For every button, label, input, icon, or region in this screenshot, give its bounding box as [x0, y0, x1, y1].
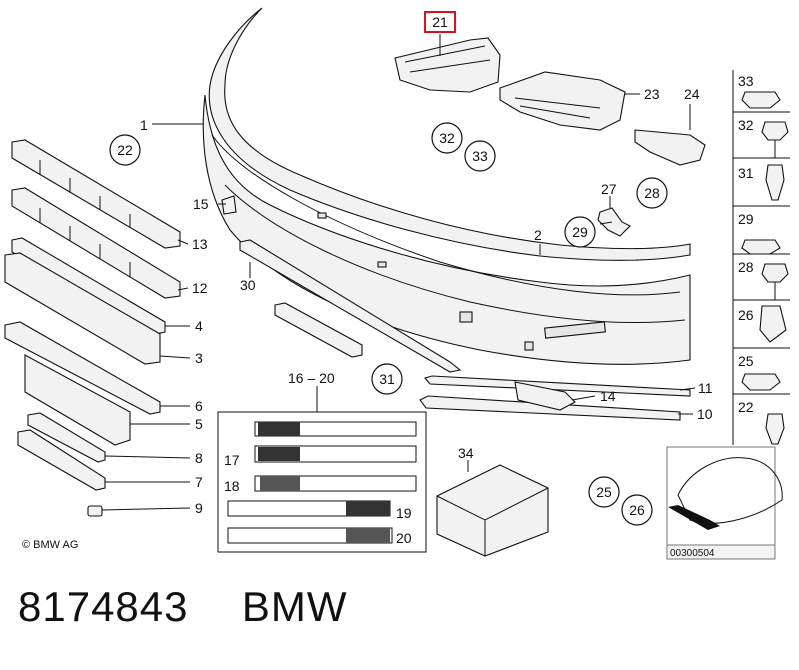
- callout-7: 7: [195, 474, 203, 490]
- sidebar-label: 22: [738, 399, 754, 415]
- grille-12: [11, 187, 181, 299]
- sidebar-label: 26: [738, 307, 754, 323]
- callout-11: 11: [698, 380, 713, 396]
- air-duct-23: [499, 71, 626, 131]
- callout-16-20: 16 – 20: [288, 370, 335, 386]
- callout-28: 28: [644, 185, 660, 201]
- clip-27: [597, 207, 631, 237]
- callout-21: 21: [432, 14, 448, 30]
- circled-callouts: 22 32 33 28 29 31 25 26: [109, 122, 668, 526]
- callout-32: 32: [439, 130, 455, 146]
- callout-8: 8: [195, 450, 203, 466]
- trim-strip-30: [239, 239, 462, 373]
- sidebar-label: 31: [738, 165, 754, 181]
- cover-14: [514, 381, 576, 411]
- callout-34: 34: [458, 445, 474, 461]
- trim-strip-11: [424, 375, 691, 397]
- small-parts-sidebar: 33 32 31 29 28 26 25 22: [732, 70, 790, 445]
- callout-20: 20: [396, 530, 412, 546]
- sidebar-label: 33: [738, 73, 754, 89]
- callout-13: 13: [192, 236, 208, 252]
- detail-box-16-20: [217, 411, 427, 553]
- callout-31: 31: [379, 371, 395, 387]
- callout-21-highlight: 21: [424, 11, 456, 33]
- grille-13: [11, 139, 181, 249]
- plug-9: [87, 505, 103, 517]
- plain-callouts: 1 2 3 4 5 6 7 8 9 10 11 12 13 14 15 16 –…: [140, 86, 713, 546]
- leader-lines: [101, 34, 696, 511]
- clip-15: [221, 195, 237, 215]
- callout-15: 15: [193, 196, 209, 212]
- packaging-box-34: [436, 464, 549, 557]
- callout-24: 24: [684, 86, 700, 102]
- sidebar-label: 28: [738, 259, 754, 275]
- callout-22: 22: [117, 142, 133, 158]
- callout-10: 10: [697, 406, 713, 422]
- copyright-notice: © BMW AG: [22, 539, 79, 551]
- part-number: 8174843: [18, 583, 189, 630]
- callout-5: 5: [195, 416, 203, 432]
- callout-33: 33: [472, 148, 488, 164]
- callout-23: 23: [644, 86, 660, 102]
- air-duct-24: [634, 129, 706, 166]
- callout-19: 19: [396, 505, 412, 521]
- caption: 8174843 BMW: [18, 583, 348, 631]
- strip-7: [17, 429, 106, 491]
- callout-3: 3: [195, 350, 203, 366]
- callout-14: 14: [600, 388, 616, 404]
- callout-27: 27: [601, 181, 617, 197]
- callout-17: 17: [224, 452, 240, 468]
- callout-1: 1: [140, 117, 148, 133]
- callout-4: 4: [195, 318, 203, 334]
- car-inset: 00300504: [666, 446, 783, 560]
- callout-30: 30: [240, 277, 256, 293]
- sidebar-label: 25: [738, 353, 754, 369]
- callout-9: 9: [195, 500, 203, 516]
- license-plate-base-3: [4, 252, 161, 365]
- callout-12: 12: [192, 280, 208, 296]
- callout-25: 25: [596, 484, 612, 500]
- bracket-21: [394, 37, 501, 93]
- strip-8: [27, 412, 106, 463]
- callout-29: 29: [572, 224, 588, 240]
- sidebar-label: 29: [738, 211, 754, 227]
- callout-18: 18: [224, 478, 240, 494]
- inset-code: 00300504: [670, 548, 715, 559]
- grille-insert: [274, 302, 363, 358]
- callout-6: 6: [195, 398, 203, 414]
- brand-name: BMW: [241, 583, 348, 630]
- bracket-4: [11, 237, 166, 335]
- callout-2: 2: [534, 227, 542, 243]
- sidebar-label: 32: [738, 117, 754, 133]
- callout-26: 26: [629, 502, 645, 518]
- license-plate-holder-6: [4, 321, 161, 446]
